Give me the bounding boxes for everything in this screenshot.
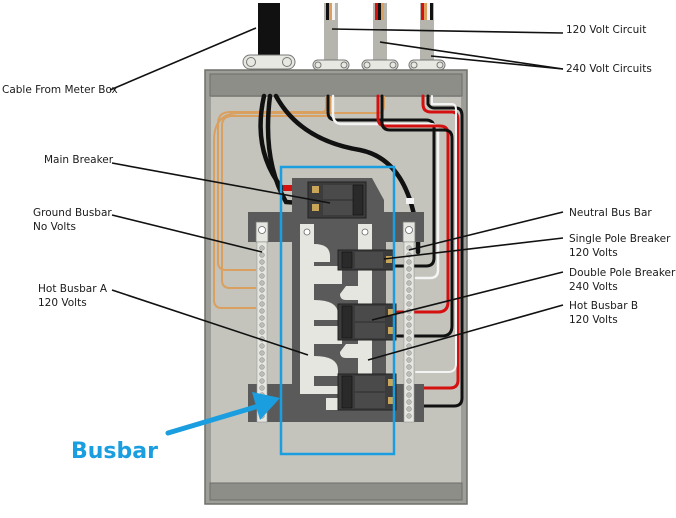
terminal-hole [406,406,412,412]
terminal-hole [259,364,265,370]
terminal-hole [406,399,412,405]
terminal-hole [406,322,412,328]
terminal-hole [406,329,412,335]
single-pole-breaker [337,249,395,271]
terminal-hole [406,294,412,300]
terminal-hole [259,378,265,384]
label-hot-busbar-b-volts: 120 Volts [569,314,618,326]
terminal-hole [259,315,265,321]
terminal-hole [259,385,265,391]
label-cable-from-meter: Cable From Meter Box [2,84,118,96]
circuit-wires [326,94,464,408]
terminal-hole [259,287,265,293]
terminal-hole [259,308,265,314]
terminal-hole [406,364,412,370]
terminal-hole [259,259,265,265]
label-ground-busbar-volts: No Volts [33,221,76,233]
busbar-highlight-box [279,165,396,456]
terminal-hole [259,273,265,279]
terminal-hole [406,273,412,279]
label-single-pole-volts: 120 Volts [569,247,618,259]
terminal-hole [406,392,412,398]
terminal-hole [406,301,412,307]
terminal-hole [406,413,412,419]
double-pole-breaker-1 [337,303,397,341]
leader-lines [109,27,564,361]
terminal-hole [406,315,412,321]
busbar-arrow [165,392,280,436]
terminal-hole [406,336,412,342]
label-busbar-highlight: Busbar [71,439,158,464]
terminal-hole [259,294,265,300]
terminal-hole [406,259,412,265]
terminal-hole [259,266,265,272]
label-120-volt-circuit: 120 Volt Circuit [566,24,646,36]
label-hot-busbar-a: Hot Busbar A [38,283,108,295]
terminal-hole [406,378,412,384]
label-double-pole-volts: 240 Volts [569,281,618,293]
terminal-hole [406,266,412,272]
hot-busbar-a [300,224,342,394]
circuit-cable-120 [324,3,338,61]
label-neutral-bus-bar: Neutral Bus Bar [569,207,652,219]
meter-cable [258,3,280,58]
double-pole-breaker-2 [337,373,397,411]
terminal-hole [259,371,265,377]
terminal-hole [406,350,412,356]
main-breaker [307,181,367,219]
terminal-hole [259,245,265,251]
terminal-hole [259,343,265,349]
label-hot-busbar-b: Hot Busbar B [569,300,638,312]
circuit-cable-240a [373,3,387,61]
red-tape-marker [283,185,292,191]
terminal-hole [406,280,412,286]
terminal-hole [406,385,412,391]
terminal-hole [259,329,265,335]
terminal-hole [406,371,412,377]
label-hot-busbar-a-volts: 120 Volts [38,297,87,309]
label-ground-busbar: Ground Busbar [33,207,112,219]
terminal-hole [259,322,265,328]
label-double-pole-breaker: Double Pole Breaker [569,267,676,279]
cable-clamps [242,54,446,71]
neutral-busbar [402,221,416,423]
terminal-hole [259,252,265,258]
white-tape-marker [406,198,414,204]
label-240-volt-circuits: 240 Volt Circuits [566,63,652,75]
terminal-hole [259,357,265,363]
terminal-hole [406,357,412,363]
terminal-hole [406,287,412,293]
label-main-breaker: Main Breaker [44,154,114,166]
terminal-hole [259,280,265,286]
label-single-pole-breaker: Single Pole Breaker [569,233,671,245]
terminal-hole [259,350,265,356]
terminal-hole [259,301,265,307]
circuit-cable-240b [420,3,434,61]
